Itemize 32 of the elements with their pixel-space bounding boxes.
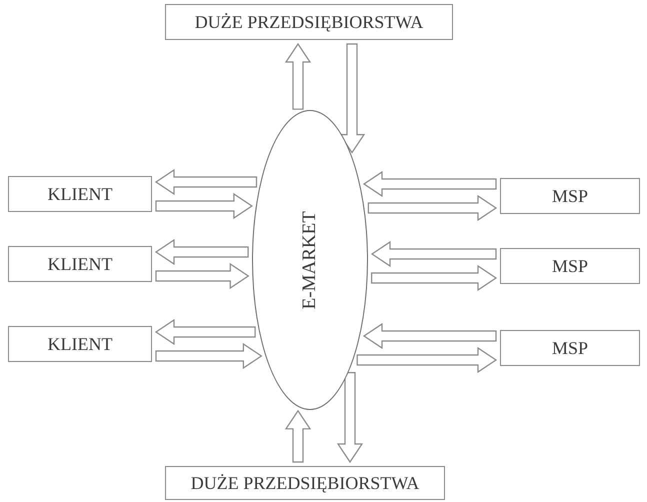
node-label: MSP [552,184,588,208]
block-arrow [368,194,498,222]
node-label: KLIENT [48,182,112,206]
node-label: DUŻE PRZEDSIĘBIORSTWA [190,472,420,494]
node-label: KLIENT [48,332,112,356]
node-label: MSP [552,336,588,360]
entity-box [165,4,453,40]
block-arrow [356,346,498,374]
node-label: E-MARKET [298,210,321,310]
node-label: DUŻE PRZEDSIĘBIORSTWA [194,10,424,34]
block-arrow [154,318,256,346]
block-arrow [362,322,497,350]
block-arrow [155,342,262,370]
entity-box [500,178,640,214]
entity-box [8,326,152,362]
entity-box [500,330,640,366]
block-arrow [284,42,312,110]
block-arrow [362,170,497,198]
node-label: MSP [552,254,588,278]
block-arrow [370,240,497,268]
block-arrow [371,264,498,292]
block-arrow [154,168,258,196]
block-arrow [155,262,250,290]
block-arrow [155,192,253,220]
block-arrow [284,410,312,463]
entity-box [8,246,152,282]
block-arrow [336,372,364,464]
node-label: KLIENT [48,252,112,276]
entity-box [500,248,640,284]
entity-box [165,466,445,500]
block-arrow [154,238,249,266]
entity-box [8,176,152,212]
